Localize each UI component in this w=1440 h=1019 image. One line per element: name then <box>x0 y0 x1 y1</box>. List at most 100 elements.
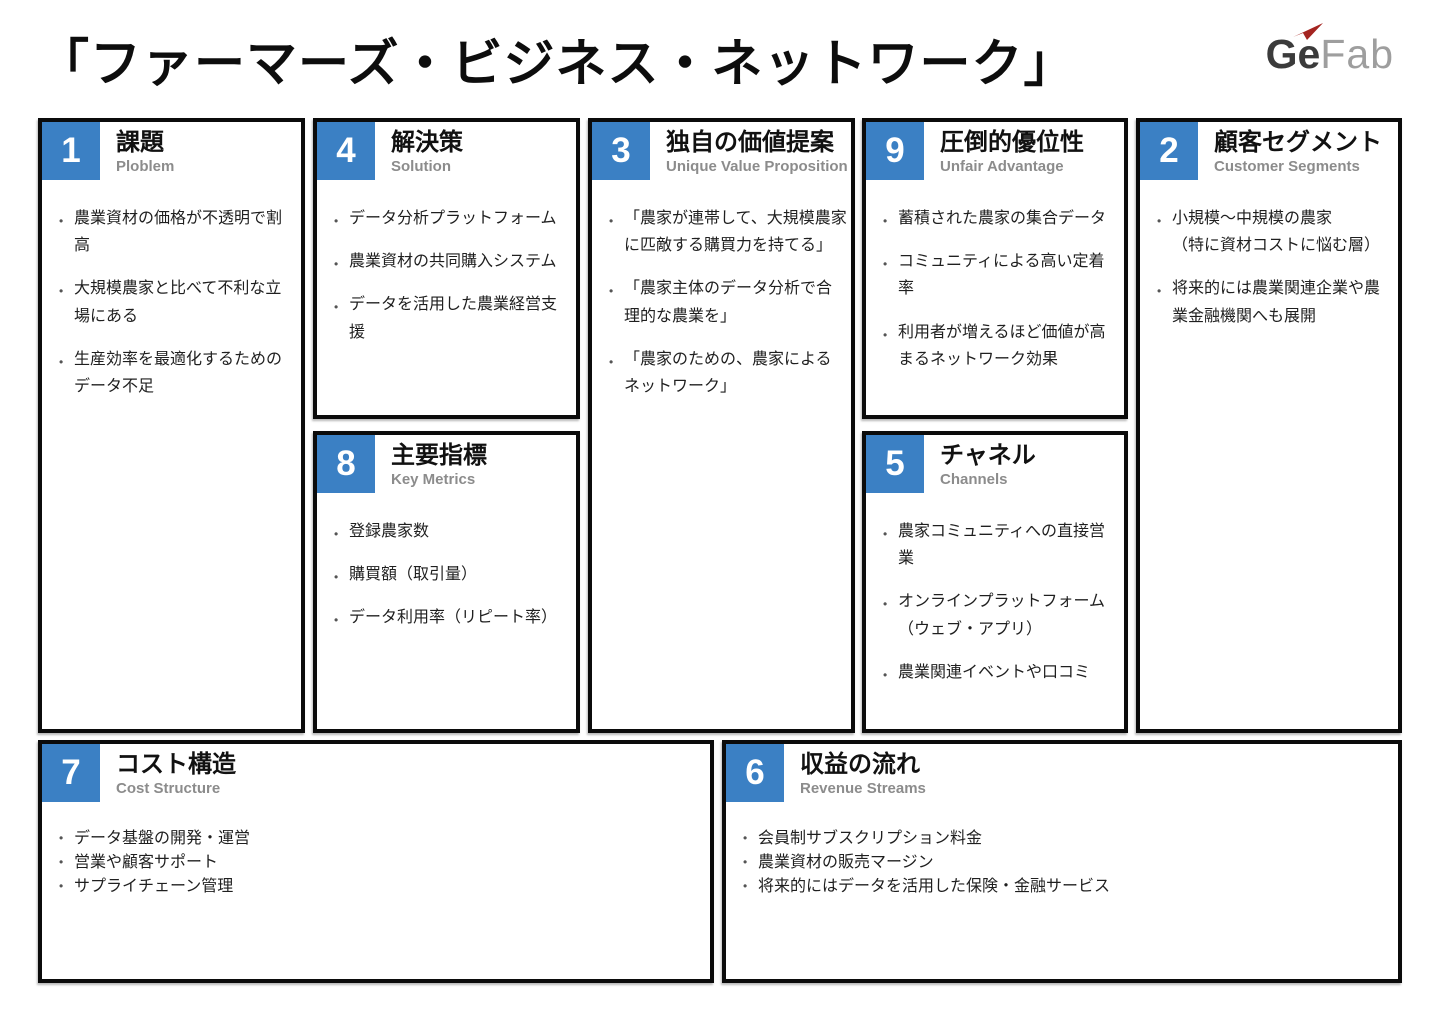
section-unique-value-proposition: 3 独自の価値提案 Unique Value Proposition • 「農家が… <box>588 118 855 733</box>
bullet-text: 農業資材の共同購入システム <box>349 253 557 271</box>
bullet-item: •会員制サブスクリプション料金 <box>743 827 1394 850</box>
section-title: 解決策 <box>391 129 463 156</box>
section-subtitle: Ploblem <box>116 157 175 175</box>
bullet-text: 購買額（取引量） <box>349 566 478 584</box>
bullet-item: • データ利用率（リピート率） <box>334 604 572 631</box>
bullet-icon: • <box>334 527 339 541</box>
section-solution: 4 解決策 Solution • データ分析プラットフォーム • 農業資材の共同購入シ… <box>313 118 580 419</box>
bullet-text: データ利用率（リピート率） <box>349 609 558 627</box>
bullet-item: • 農業資材の販売マージン <box>743 851 1394 874</box>
bullet-text: 小規模〜中規模の農家 （特に資材コストに悩む層） <box>1172 210 1381 255</box>
bullet-text: 農業資材の価格が不透明で割高 <box>74 210 283 255</box>
bullet-text: データ基盤の開発・運営 <box>74 830 251 847</box>
bullet-icon: • <box>59 354 64 369</box>
section-customer-segments: 2 顧客セグメント Customer Segments •小規模〜中規模の農家 … <box>1136 118 1402 733</box>
bullet-item: •小規模〜中規模の農家 （特に資材コストに悩む層） <box>1157 205 1394 259</box>
bullet-icon: • <box>1157 284 1162 299</box>
section-revenue-streams: 6 収益の流れ Revenue Streams •会員制サブスクリプション料金•… <box>722 740 1402 983</box>
bullet-text: 「農家が連帯して、大規模農家に匹敵する購買力を持てる」 <box>624 210 847 255</box>
bullet-icon: • <box>334 300 339 315</box>
bullet-text: 農業資材の販売マージン <box>758 854 934 872</box>
bullet-item: •利用者が増えるほど価値が高まるネットワーク効果 <box>883 319 1120 373</box>
logo-text-light: Fab <box>1320 31 1394 77</box>
bullet-item: • 農業資材の価格が不透明で割高 <box>59 205 297 259</box>
bullet-item: •コミュニティによる高い定着率 <box>883 248 1120 302</box>
section-number-badge: 7 <box>42 744 100 802</box>
bullet-list: • 「農家が連帯して、大規模農家に匹敵する購買力を持てる」 • 「農家主体のデータ分析… <box>592 205 851 400</box>
bullet-item: •大規模農家と比べて不利な立場にある <box>59 275 297 329</box>
section-channels: 5 チャネル Channels •農家コミュニティへの直接営業•オンラインプラッ… <box>862 431 1128 733</box>
section-title: コスト構造 <box>116 751 236 778</box>
bullet-text: 生産効率を最適化するためのデータ不足 <box>74 350 283 395</box>
bullet-item: • 「農家が連帯して、大規模農家に匹敵する購買力を持てる」 <box>609 205 847 259</box>
section-header: 7 コスト構造 Cost Structure <box>42 744 710 802</box>
section-title: 主要指標 <box>391 442 487 469</box>
section-number-badge: 6 <box>726 744 784 802</box>
section-number-badge: 8 <box>317 435 375 493</box>
bullet-item: •登録農家数 <box>334 518 572 545</box>
bullet-icon: • <box>59 879 64 894</box>
section-header: 9 圧倒的優位性 Unfair Advantage <box>866 122 1124 180</box>
bullet-text: 農家コミュニティへの直接営業 <box>898 523 1106 568</box>
section-header: 4 解決策 Solution <box>317 122 576 180</box>
bullet-item: •データを活用した農業経営支援 <box>334 291 572 345</box>
bullet-icon: • <box>59 855 64 870</box>
section-subtitle: Channels <box>940 470 1008 488</box>
bullet-icon: • <box>883 257 888 272</box>
section-number-badge: 4 <box>317 122 375 180</box>
bullet-item: • 生産効率を最適化するためのデータ不足 <box>59 346 297 400</box>
bullet-icon: • <box>59 831 64 845</box>
section-cost-structure: 7 コスト構造 Cost Structure • データ基盤の開発・運営 • 営業や顧… <box>38 740 714 983</box>
bullet-icon: • <box>743 855 748 870</box>
section-header: 6 収益の流れ Revenue Streams <box>726 744 1398 802</box>
bullet-icon: • <box>609 214 614 228</box>
section-title: 顧客セグメント <box>1214 129 1382 156</box>
bullet-icon: • <box>334 214 339 228</box>
bullet-icon: • <box>609 284 614 299</box>
section-number-badge: 1 <box>42 122 100 180</box>
bullet-text: 営業や顧客サポート <box>74 854 219 872</box>
bullet-list: •農家コミュニティへの直接営業•オンラインプラットフォーム（ウェブ・アプリ）•農… <box>866 518 1124 686</box>
bullet-icon: • <box>883 667 888 682</box>
section-header: 5 チャネル Channels <box>866 435 1124 493</box>
bullet-item: • 購買額（取引量） <box>334 561 572 588</box>
section-number-badge: 2 <box>1140 122 1198 180</box>
bullet-item: •オンラインプラットフォーム（ウェブ・アプリ） <box>883 588 1120 642</box>
bullet-item: • データ分析プラットフォーム <box>334 205 572 232</box>
section-subtitle: Revenue Streams <box>800 779 926 797</box>
bullet-item: •農家コミュニティへの直接営業 <box>883 518 1120 572</box>
section-header: 2 顧客セグメント Customer Segments <box>1140 122 1398 180</box>
section-subtitle: Unfair Advantage <box>940 157 1064 175</box>
bullet-list: •蓄積された農家の集合データ•コミュニティによる高い定着率•利用者が増えるほど価… <box>866 205 1124 373</box>
bullet-text: 利用者が増えるほど価値が高まるネットワーク効果 <box>898 323 1106 368</box>
section-title: チャネル <box>940 442 1036 469</box>
gefab-logo: Ge Fab <box>1266 23 1394 77</box>
section-key-metrics: 8 主要指標 Key Metrics •登録農家数•購買額（取引量）•データ利用… <box>313 431 580 733</box>
bullet-text: 「農家主体のデータ分析で合理的な農業を」 <box>624 280 833 325</box>
section-title: 課題 <box>116 129 164 156</box>
bullet-text: 将来的には農業関連企業や農業金融機関へも展開 <box>1172 280 1381 325</box>
bullet-icon: • <box>59 214 64 228</box>
section-subtitle: Key Metrics <box>391 470 476 488</box>
bullet-icon: • <box>59 284 64 299</box>
bullet-icon: • <box>334 613 339 628</box>
section-title: 圧倒的優位性 <box>940 129 1084 156</box>
bullet-icon: • <box>334 570 339 585</box>
bullet-list: • データ分析プラットフォーム • 農業資材の共同購入システム •データを活用した農業経… <box>317 205 576 346</box>
bullet-list: •データ基盤の開発・運営•営業や顧客サポート•サプライチェーン管理 <box>42 827 710 899</box>
bullet-item: •将来的にはデータを活用した保険・金融サービス <box>743 875 1394 898</box>
bullet-item: •蓄積された農家の集合データ <box>883 205 1120 232</box>
bullet-item: • 将来的には農業関連企業や農業金融機関へも展開 <box>1157 275 1394 329</box>
bullet-list: •登録農家数•購買額（取引量）•データ利用率（リピート率） <box>317 518 576 632</box>
section-header: 8 主要指標 Key Metrics <box>317 435 576 493</box>
bullet-text: 会員制サブスクリプション料金 <box>758 830 983 847</box>
page-title: 「ファーマーズ・ビジネス・ネットワーク」 <box>38 35 1076 92</box>
section-header: 3 独自の価値提案 Unique Value Proposition <box>592 122 851 180</box>
bullet-list: •小規模〜中規模の農家 （特に資材コストに悩む層） • 将来的には農業関連企業や農業… <box>1140 205 1398 330</box>
section-number-badge: 5 <box>866 435 924 493</box>
bullet-text: データ分析プラットフォーム <box>349 210 557 227</box>
logo-text-bold: Ge <box>1266 23 1323 75</box>
bullet-icon: • <box>609 354 614 369</box>
section-subtitle: Solution <box>391 157 451 175</box>
section-problem: 1 課題 Ploblem • 農業資材の価格が不透明で割高 •大規模農家と比べて不利… <box>38 118 305 733</box>
